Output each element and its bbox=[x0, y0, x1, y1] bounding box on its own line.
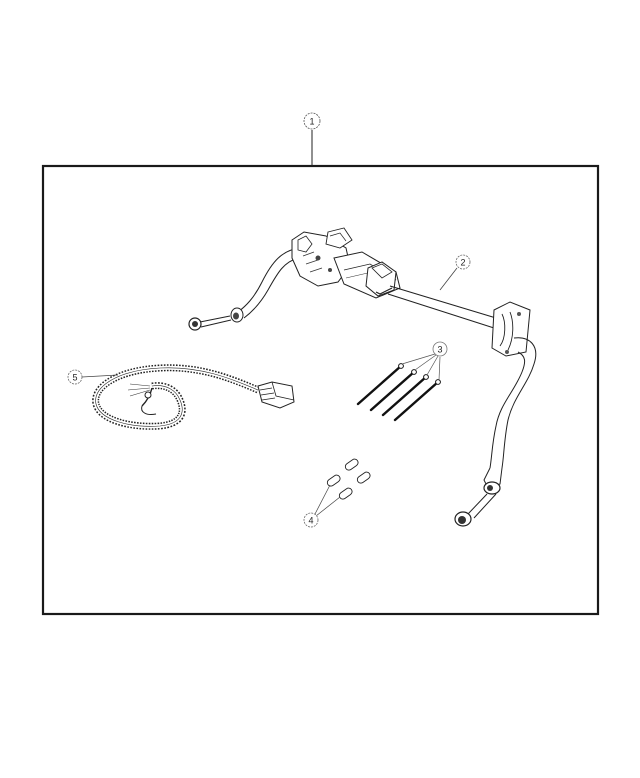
callout-4[interactable]: 4 bbox=[303, 484, 341, 528]
kit-frame bbox=[41, 164, 600, 616]
callout-4-label: 4 bbox=[308, 516, 313, 526]
bolts[interactable] bbox=[356, 363, 441, 422]
callout-2-label: 2 bbox=[460, 258, 465, 268]
callout-2[interactable]: 2 bbox=[439, 254, 471, 291]
callout-3-label: 3 bbox=[437, 345, 442, 355]
callout-1-label: 1 bbox=[309, 117, 314, 127]
callout-3[interactable]: 3 bbox=[401, 341, 448, 381]
callout-5[interactable]: 5 bbox=[67, 369, 119, 385]
stabilizer-bar-with-actuator[interactable] bbox=[188, 227, 537, 527]
wiring-harness[interactable] bbox=[92, 364, 295, 430]
callout-1[interactable]: 1 bbox=[303, 112, 321, 166]
callout-5-label: 5 bbox=[72, 373, 77, 383]
bushings[interactable] bbox=[326, 458, 371, 501]
